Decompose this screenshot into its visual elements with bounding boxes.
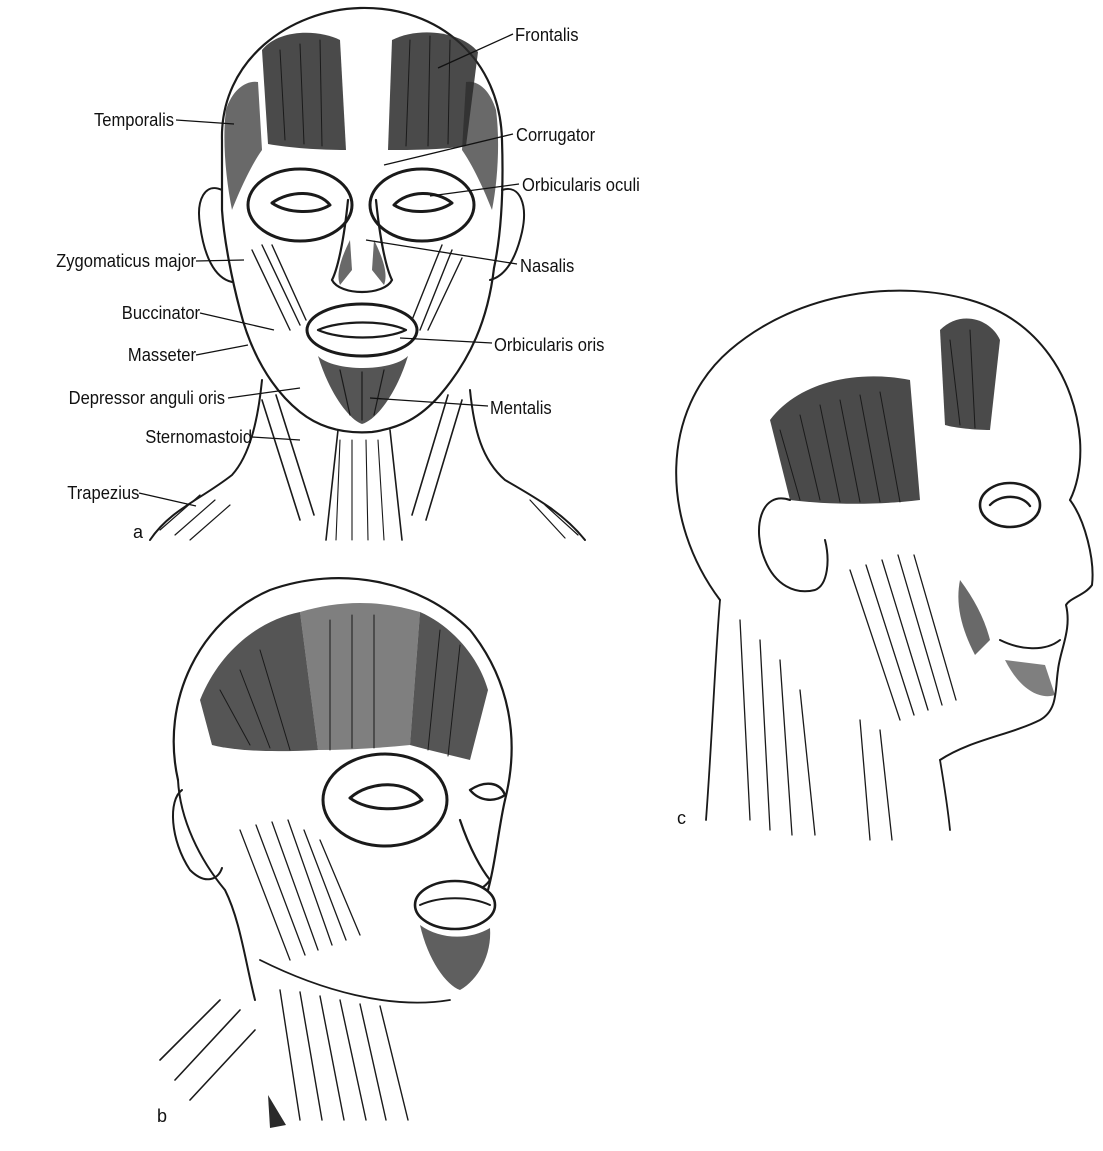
label-zygomaticus-major: Zygomaticus major (56, 251, 196, 271)
label-orbicularis-oris: Orbicularis oris (494, 335, 604, 355)
label-frontalis: Frontalis (515, 25, 579, 45)
label-mentalis: Mentalis (490, 398, 552, 418)
label-temporalis: Temporalis (94, 110, 174, 130)
label-corrugator: Corrugator (516, 125, 595, 145)
label-trapezius: Trapezius (67, 483, 139, 503)
label-buccinator: Buccinator (122, 303, 200, 323)
panel-b-three-quarter-head-drawing (160, 578, 512, 1128)
label-sternomastoid: Sternomastoid (145, 427, 252, 447)
panel-letter-c: c (677, 808, 686, 829)
panel-letter-b: b (157, 1106, 167, 1127)
label-orbicularis-oculi: Orbicularis oculi (522, 175, 640, 195)
label-nasalis: Nasalis (520, 256, 574, 276)
panel-c-profile-head-drawing (676, 291, 1092, 840)
panel-letter-a: a (133, 522, 143, 543)
label-masseter: Masseter (128, 345, 196, 365)
label-depressor-anguli-oris: Depressor anguli oris (69, 388, 225, 408)
